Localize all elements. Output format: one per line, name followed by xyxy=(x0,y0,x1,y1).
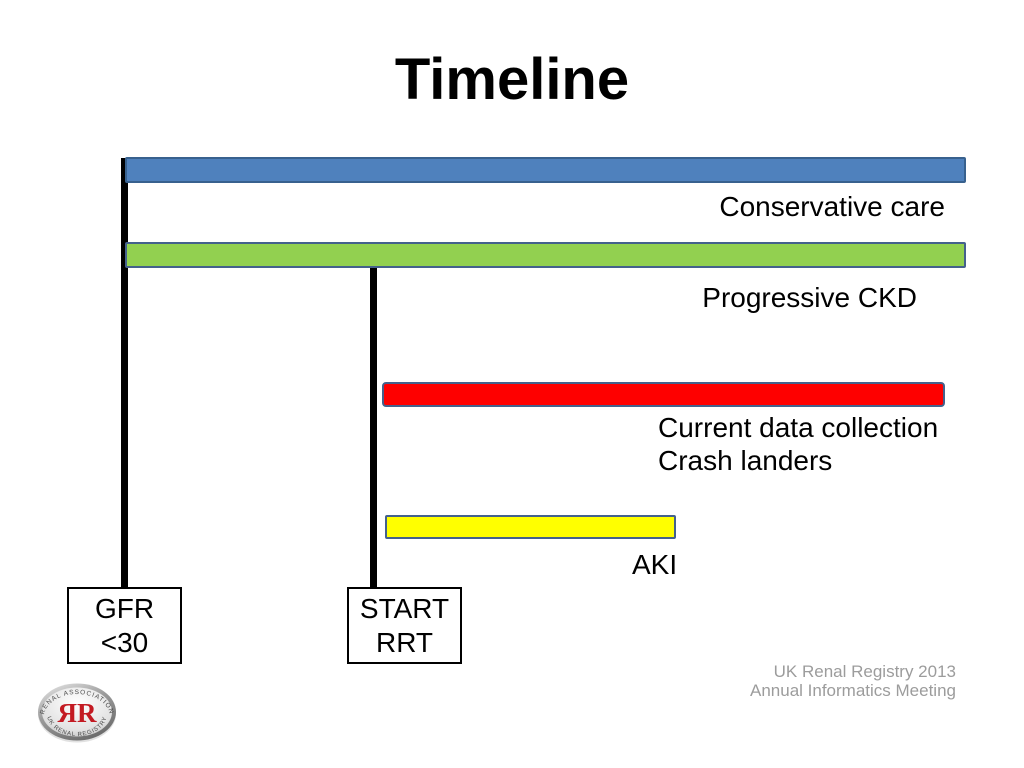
bar-label-current-data-collection: Current data collection Crash landers xyxy=(658,411,938,477)
event-box-start-rrt: START RRT xyxy=(347,587,462,664)
event-box-start-line2: RRT xyxy=(375,627,434,658)
bar-aki xyxy=(385,515,676,539)
bar-label-current-line2: Crash landers xyxy=(658,445,833,476)
event-line-start-rrt xyxy=(370,267,377,587)
bar-progressive-ckd xyxy=(125,242,966,268)
logo-monogram: ЯR xyxy=(58,698,97,728)
footer-line2: Annual Informatics Meeting xyxy=(750,681,956,700)
footer-attribution: UK Renal Registry 2013 Annual Informatic… xyxy=(750,662,956,700)
footer-line1: UK Renal Registry 2013 xyxy=(773,662,956,681)
logo-face xyxy=(42,687,112,737)
bar-label-aki: AKI xyxy=(632,549,678,580)
bar-label-current-line1: Current data collection xyxy=(658,412,939,443)
event-box-gfr-line1: GFR xyxy=(94,593,155,624)
bar-label-progressive-ckd: Progressive CKD xyxy=(702,282,917,313)
bar-conservative-care xyxy=(125,157,966,183)
page-title: Timeline xyxy=(394,47,630,112)
event-line-gfr xyxy=(121,158,128,587)
event-box-gfr-below-30: GFR <30 xyxy=(67,587,182,664)
event-box-gfr-line2: <30 xyxy=(100,627,149,658)
bar-label-conservative-care: Conservative care xyxy=(719,191,945,222)
bar-current-data-collection xyxy=(382,382,945,407)
event-box-start-line1: START xyxy=(359,593,450,624)
uk-renal-registry-logo-icon: RENAL ASSOCIATION UK RENAL REGISTRY ЯR xyxy=(38,683,116,743)
